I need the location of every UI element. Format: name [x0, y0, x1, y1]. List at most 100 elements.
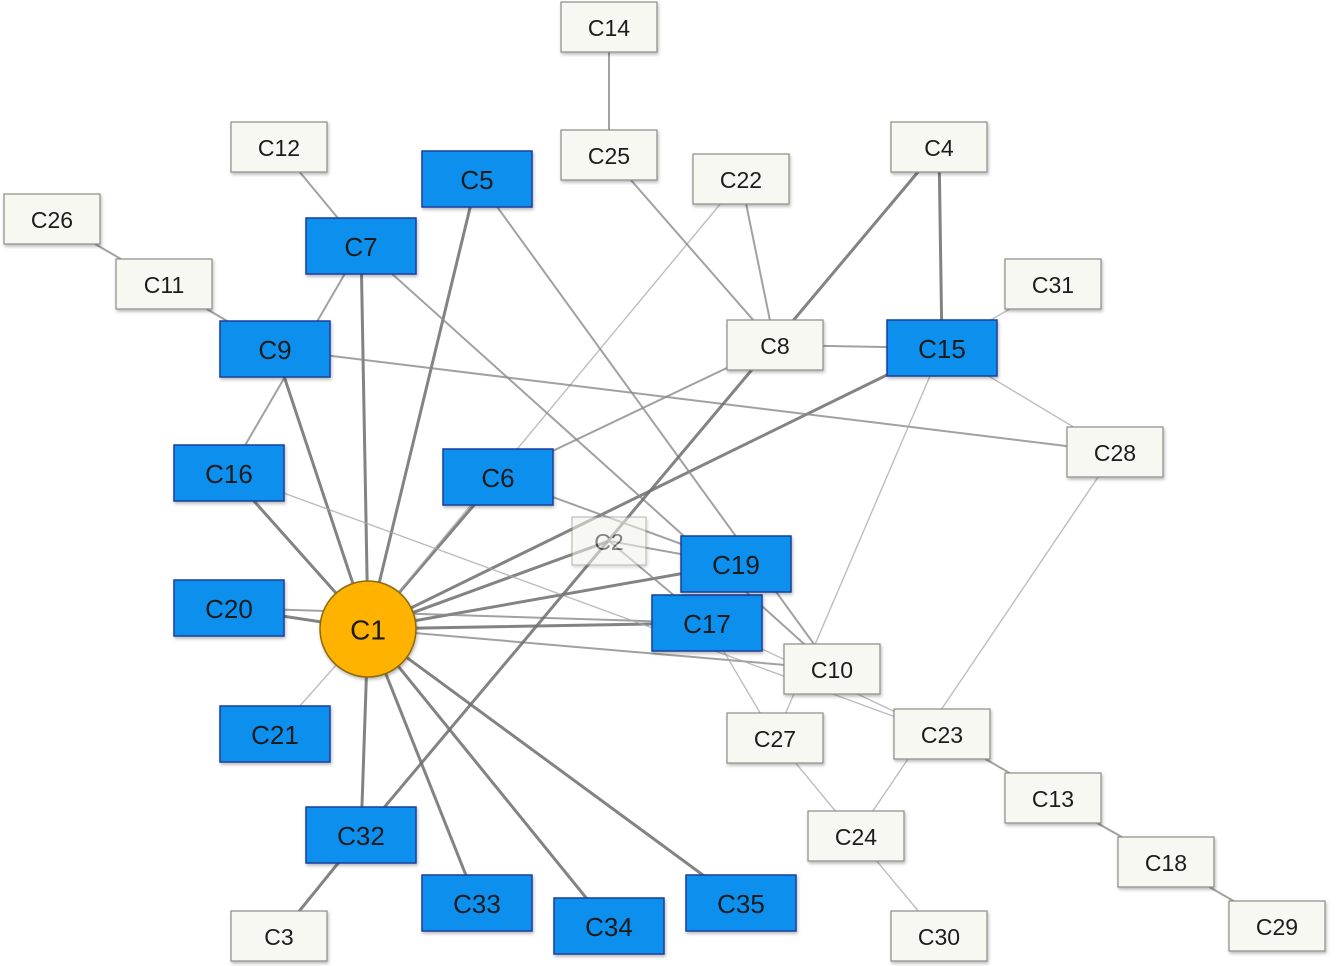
edge-c4-c32 — [359, 145, 941, 837]
node-c18[interactable]: C18 — [1117, 836, 1215, 888]
node-shape — [421, 874, 533, 932]
node-shape — [230, 121, 328, 173]
node-c19[interactable]: C19 — [680, 535, 792, 593]
node-label: C21 — [251, 720, 299, 750]
node-c34[interactable]: C34 — [553, 897, 665, 955]
node-c14[interactable]: C14 — [560, 1, 658, 53]
node-shape — [219, 320, 331, 378]
node-label: C14 — [588, 15, 630, 41]
node-shape — [319, 580, 417, 678]
node-shape — [230, 910, 328, 962]
node-c10[interactable]: C10 — [783, 643, 881, 695]
node-shape — [886, 319, 998, 377]
node-c3[interactable]: C3 — [230, 910, 328, 962]
edge-c25-c8 — [608, 154, 776, 346]
node-shape — [173, 579, 285, 637]
node-shape — [1066, 426, 1164, 478]
edge-c1-c35 — [366, 627, 743, 905]
node-c21[interactable]: C21 — [219, 705, 331, 763]
node-shape — [890, 121, 988, 173]
node-c4[interactable]: C4 — [890, 121, 988, 173]
node-c2[interactable]: C2 — [571, 516, 647, 566]
node-c33[interactable]: C33 — [421, 874, 533, 932]
node-shape — [1004, 258, 1102, 310]
node-label: C11 — [144, 272, 185, 298]
node-shape — [1004, 772, 1102, 824]
node-shape — [560, 1, 658, 53]
node-shape — [726, 712, 824, 764]
node-c13[interactable]: C13 — [1004, 772, 1102, 824]
nodes-layer: C1C2C3C4C5C6C7C8C9C10C11C12C13C14C15C16C… — [3, 1, 1326, 962]
edge-c1-c7 — [359, 244, 370, 631]
node-shape — [680, 535, 792, 593]
node-c8[interactable]: C8 — [726, 319, 824, 371]
node-shape — [3, 193, 101, 245]
edge-c4-c15 — [937, 145, 944, 350]
node-shape — [726, 319, 824, 371]
node-label: C24 — [835, 824, 877, 850]
node-c7[interactable]: C7 — [305, 217, 417, 275]
node-label: C1 — [350, 615, 386, 646]
node-c25[interactable]: C25 — [560, 129, 658, 181]
node-label: C28 — [1094, 440, 1136, 466]
node-shape — [692, 153, 790, 205]
node-shape — [651, 594, 763, 652]
node-label: C10 — [811, 657, 853, 683]
edge-c1-c5 — [366, 177, 479, 631]
node-c5[interactable]: C5 — [421, 150, 533, 208]
node-c9[interactable]: C9 — [219, 320, 331, 378]
node-shape — [807, 810, 905, 862]
node-label: C33 — [453, 889, 501, 919]
node-c23[interactable]: C23 — [893, 708, 991, 760]
edge-c1-c33 — [366, 627, 479, 905]
node-c35[interactable]: C35 — [685, 874, 797, 932]
edge-c1-c15 — [366, 346, 944, 631]
node-label: C3 — [264, 924, 293, 950]
node-label: C34 — [585, 912, 633, 942]
edge-c1-c34 — [366, 627, 611, 928]
node-label: C15 — [918, 334, 966, 364]
node-c30[interactable]: C30 — [890, 910, 988, 962]
node-label: C35 — [717, 889, 765, 919]
node-shape — [1228, 900, 1326, 952]
node-label: C32 — [337, 821, 385, 851]
node-c1[interactable]: C1 — [319, 580, 417, 678]
edge-c9-c28 — [274, 348, 1116, 453]
node-label: C25 — [588, 143, 630, 169]
node-c32[interactable]: C32 — [305, 806, 417, 864]
node-label: C13 — [1032, 786, 1074, 812]
node-shape — [1117, 836, 1215, 888]
edge-c1-c10 — [367, 628, 833, 670]
edge-c1-c19 — [366, 562, 738, 631]
node-c11[interactable]: C11 — [115, 258, 213, 310]
node-label: C5 — [460, 165, 493, 195]
node-c17[interactable]: C17 — [651, 594, 763, 652]
node-c31[interactable]: C31 — [1004, 258, 1102, 310]
node-c22[interactable]: C22 — [692, 153, 790, 205]
node-label: C18 — [1145, 850, 1187, 876]
edge-c22-c8 — [740, 178, 776, 346]
node-shape — [571, 516, 647, 566]
node-c6[interactable]: C6 — [442, 448, 554, 506]
node-c15[interactable]: C15 — [886, 319, 998, 377]
node-shape — [783, 643, 881, 695]
node-label: C29 — [1256, 914, 1298, 940]
node-c29[interactable]: C29 — [1228, 900, 1326, 952]
node-label: C8 — [760, 333, 789, 359]
node-c24[interactable]: C24 — [807, 810, 905, 862]
node-shape — [442, 448, 554, 506]
node-c28[interactable]: C28 — [1066, 426, 1164, 478]
node-c12[interactable]: C12 — [230, 121, 328, 173]
node-label: C17 — [683, 609, 731, 639]
node-c26[interactable]: C26 — [3, 193, 101, 245]
node-c20[interactable]: C20 — [173, 579, 285, 637]
node-shape — [685, 874, 797, 932]
node-shape — [893, 708, 991, 760]
node-c16[interactable]: C16 — [173, 444, 285, 502]
node-shape — [305, 217, 417, 275]
node-shape — [553, 897, 665, 955]
node-c27[interactable]: C27 — [726, 712, 824, 764]
node-label: C20 — [205, 594, 253, 624]
node-shape — [115, 258, 213, 310]
